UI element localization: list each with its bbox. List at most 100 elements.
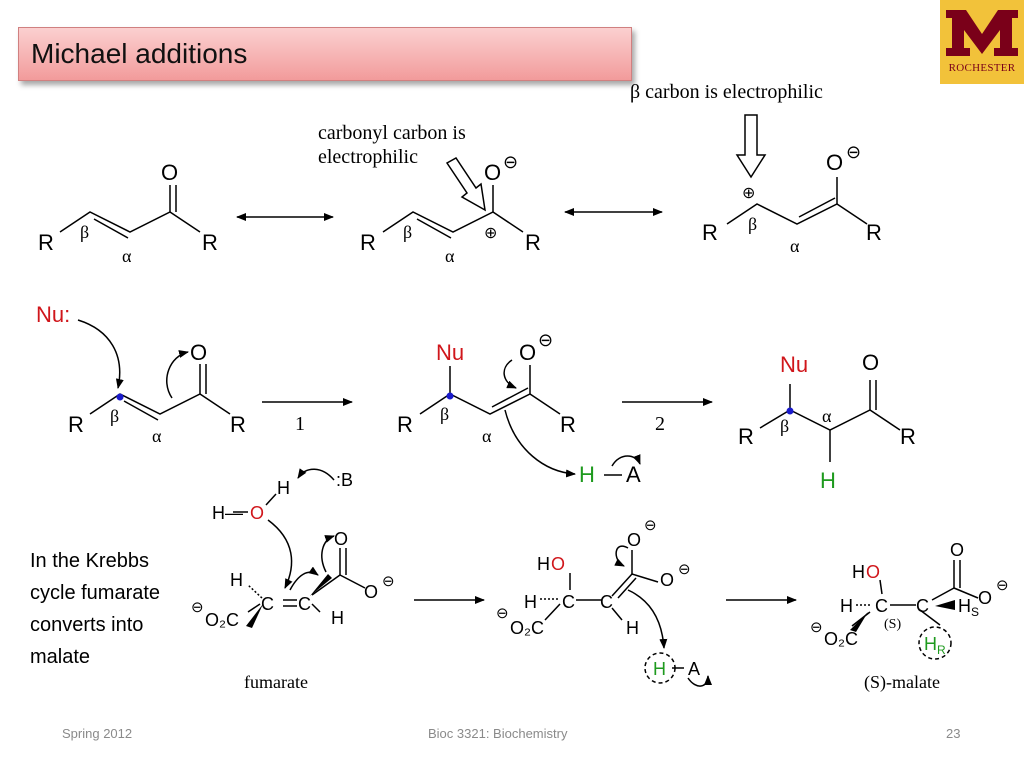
carbon-label: C (562, 592, 575, 612)
h-label: H (331, 608, 344, 628)
hydroxyl-h-label: H (537, 554, 550, 574)
nucleophile-label: Nu: (36, 302, 70, 327)
minus-charge-icon: ⊖ (382, 573, 395, 590)
r-label: R (738, 424, 754, 449)
r-label: R (560, 412, 576, 437)
minus-charge-icon: ⊖ (644, 517, 657, 534)
hydroxyl-h-label: H (852, 562, 865, 582)
hydroxyl-o-label: O (551, 554, 565, 574)
university-logo: ROCHESTER (940, 0, 1024, 84)
minus-charge-icon: ⊖ (678, 561, 691, 578)
hs-label: H (958, 596, 971, 616)
r-label: R (202, 230, 218, 255)
r-label: R (525, 230, 541, 255)
alpha-label: α (822, 406, 832, 426)
oxygen-label: O (978, 588, 992, 608)
oxygen-label: O (950, 540, 964, 560)
acid-label: A (626, 462, 641, 487)
h-label: H (524, 592, 537, 612)
carboxylate-label: O₂C (205, 610, 239, 630)
h-label: H (626, 618, 639, 638)
r-label: R (702, 220, 718, 245)
carbon-label: C (916, 596, 929, 616)
m-logo-icon (946, 10, 1018, 56)
beta-dot-icon (116, 393, 124, 401)
beta-dot-icon (786, 407, 794, 415)
beta-dot-icon (446, 392, 454, 400)
carboxylate-label: O₂C (510, 618, 544, 638)
footer-page-number: 23 (946, 726, 961, 741)
water-h-label: H— (212, 503, 243, 523)
alpha-label: α (122, 246, 132, 266)
hydroxyl-o-label: O (866, 562, 880, 582)
beta-label: β (110, 406, 119, 426)
oxygen-label: O (334, 529, 348, 549)
r-label: R (360, 230, 376, 255)
s-config-label: (S) (884, 617, 901, 632)
beta-label: β (403, 222, 412, 242)
alpha-label: α (790, 236, 800, 256)
alpha-label: α (152, 426, 162, 446)
r-label: R (866, 220, 882, 245)
carbonyl-label-line2: electrophilic (318, 146, 418, 168)
oxygen-label: O (862, 350, 879, 375)
proton-label: H (277, 478, 290, 498)
carbonyl-label-line1: carbonyl carbon is (318, 122, 466, 144)
minus-charge-icon: ⊖ (191, 599, 204, 616)
oxygen-label: O (627, 530, 641, 550)
beta-label: β (780, 416, 789, 436)
r-label: R (68, 412, 84, 437)
beta-electrophilic-label: β carbon is electrophilic (630, 81, 823, 103)
proton-label: H (653, 659, 666, 679)
beta-label: β (80, 222, 89, 242)
footer-course: Bioc 3321: Biochemistry (428, 726, 568, 741)
r-label: R (38, 230, 54, 255)
krebs-cycle-note: In the Krebbs cycle fumarate converts in… (30, 550, 161, 668)
step-2-label: 2 (655, 413, 665, 435)
water-o-label: O (250, 503, 264, 523)
acid-label: A (688, 659, 700, 679)
base-label: :B (336, 470, 353, 490)
r-label: R (230, 412, 246, 437)
oxygen-label: O (364, 582, 378, 602)
minus-charge-icon: ⊖ (496, 605, 509, 622)
h-label: H (230, 570, 243, 590)
logo-text: ROCHESTER (948, 62, 1016, 74)
nucleophile-label: Nu (780, 352, 808, 377)
alpha-label: α (482, 426, 492, 446)
slide-title: Michael additions (31, 38, 248, 69)
carbon-label: C (875, 596, 888, 616)
carboxylate-label: O₂C (824, 629, 858, 649)
minus-charge-icon: ⊖ (538, 330, 553, 350)
title-bar: Michael additions (18, 27, 632, 81)
beta-label: β (748, 214, 757, 234)
oxygen-label: O (161, 160, 178, 185)
carbon-label: C (298, 594, 311, 614)
oxygen-label: O (484, 160, 501, 185)
step-1-label: 1 (295, 413, 305, 435)
fumarate-label: fumarate (244, 672, 308, 692)
minus-charge-icon: ⊖ (996, 577, 1009, 594)
r-label: R (900, 424, 916, 449)
plus-charge-icon: ⊕ (484, 225, 497, 242)
h-label: H (840, 596, 853, 616)
minus-charge-icon: ⊖ (503, 152, 518, 172)
oxygen-label: O (519, 340, 536, 365)
carbon-label: C (261, 594, 274, 614)
plus-charge-icon: ⊕ (742, 185, 755, 202)
minus-charge-icon: ⊖ (846, 142, 861, 162)
minus-charge-icon: ⊖ (810, 619, 823, 636)
oxygen-label: O (660, 570, 674, 590)
hs-subscript: S (971, 605, 979, 619)
oxygen-label: O (190, 340, 207, 365)
proton-label: H (579, 462, 595, 487)
hr-subscript: R (937, 643, 946, 657)
beta-label: β (440, 404, 449, 424)
proton-label: H (820, 468, 836, 493)
r-label: R (397, 412, 413, 437)
nucleophile-label: Nu (436, 340, 464, 365)
footer-date: Spring 2012 (62, 726, 133, 741)
hr-label: H (924, 634, 937, 654)
oxygen-label: O (826, 150, 843, 175)
